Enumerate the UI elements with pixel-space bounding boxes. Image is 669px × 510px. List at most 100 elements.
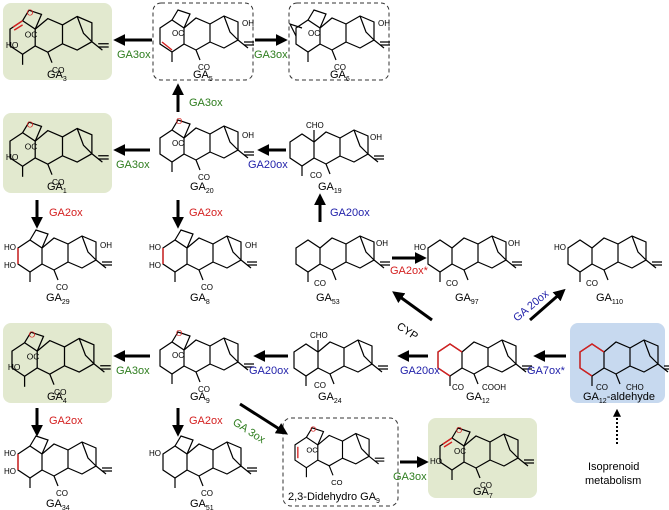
svg-text:CO: CO <box>198 173 210 182</box>
ga19-structure: CHO OH CO <box>289 121 385 180</box>
enzyme-ga20ox-1: GA20ox <box>248 159 288 171</box>
ga20-structure: OH O OC CO <box>159 117 255 182</box>
ga4-box <box>3 323 112 403</box>
label-ga1: GA1 <box>47 181 67 195</box>
svg-text:OH: OH <box>100 241 112 250</box>
ga7-box <box>428 418 537 498</box>
svg-text:CO: CO <box>201 283 213 292</box>
ga29-structure: HO HO OH CO <box>4 229 113 292</box>
svg-text:CO: CO <box>446 279 458 288</box>
enzyme-ga20ox-3: GA20ox <box>400 365 440 377</box>
enzyme-ga2ox-4: GA2ox <box>189 415 223 427</box>
svg-text:HO: HO <box>149 449 161 458</box>
ga3-structure: HO O OC CO <box>6 7 110 75</box>
ga12-aldehyde-structure: CO CHO <box>579 339 669 392</box>
label-ga24: GA24 <box>318 391 342 405</box>
svg-text:CO: CO <box>56 283 68 292</box>
label-ga9: GA9 <box>190 391 210 405</box>
label-dd-ga9: 2,3-Didehydro GA9 <box>288 491 380 505</box>
ga12-aldehyde-box <box>570 323 665 403</box>
isoprenoid-label: Isoprenoid <box>588 461 639 473</box>
svg-text:OH: OH <box>376 239 388 248</box>
label-ga7: GA7 <box>473 486 493 500</box>
svg-text:HO: HO <box>4 261 16 270</box>
ga12-structure: CO COOH <box>437 339 533 392</box>
svg-text:OC: OC <box>308 29 320 38</box>
label-ga53: GA53 <box>316 292 340 306</box>
svg-text:CO: CO <box>452 383 464 392</box>
ga9-structure: O OC CO <box>159 329 255 394</box>
svg-text:HO: HO <box>554 243 566 252</box>
metabolism-label: metabolism <box>585 475 641 487</box>
svg-text:CO: CO <box>314 381 326 390</box>
label-ga19: GA19 <box>318 181 342 195</box>
enzyme-ga3ox-2: GA3ox <box>254 49 288 61</box>
svg-text:CHO: CHO <box>626 383 644 392</box>
label-ga110: GA110 <box>596 292 623 306</box>
label-ga29: GA29 <box>46 292 70 306</box>
svg-text:CO: CO <box>54 387 67 397</box>
ga7-structure: HO O OC CO <box>430 426 535 490</box>
enzyme-ga3ox-5: GA3ox <box>116 365 150 377</box>
ga6-structure: OH OC CO <box>288 9 391 72</box>
svg-text:HO: HO <box>6 40 19 50</box>
ga24-structure: CHO CO <box>293 331 389 390</box>
svg-text:CO: CO <box>198 63 210 72</box>
svg-text:OH: OH <box>370 133 382 142</box>
ga51-structure: HO CO <box>149 435 258 498</box>
svg-text:CO: CO <box>314 279 326 288</box>
svg-text:O: O <box>176 117 182 126</box>
ga34-structure: HO HO CO <box>4 435 113 498</box>
ga5-structure: OH OC CO <box>159 9 255 72</box>
label-ga4: GA4 <box>47 391 67 405</box>
svg-text:O: O <box>27 7 34 17</box>
enzyme-ga2ox-star: GA2ox* <box>390 265 429 277</box>
svg-text:O: O <box>176 329 182 338</box>
enzyme-cyp: CYP <box>394 320 420 342</box>
dd-ga9-structure: O OC CO <box>294 425 385 487</box>
ga97-structure: HO OH CO <box>414 235 523 288</box>
svg-text:O: O <box>310 425 316 434</box>
svg-text:CHO: CHO <box>306 121 324 130</box>
svg-text:OC: OC <box>172 351 184 360</box>
enzyme-ga2ox-1: GA2ox <box>49 207 83 219</box>
enzyme-ga7ox-star: GA7ox* <box>527 365 566 377</box>
label-ga6: GA6 <box>330 69 350 83</box>
svg-text:CO: CO <box>586 279 598 288</box>
svg-text:HO: HO <box>149 243 161 252</box>
svg-text:HO: HO <box>8 362 21 372</box>
ga1-structure: HO O OC CO <box>6 119 110 187</box>
enzyme-ga3ox-4: GA3ox <box>116 159 150 171</box>
label-ga12-aldehyde: GA12-aldehyde <box>583 391 655 405</box>
svg-text:OC: OC <box>172 139 184 148</box>
enzyme-ga3ox-3: GA3ox <box>189 97 223 109</box>
svg-text:HO: HO <box>4 449 16 458</box>
svg-text:CO: CO <box>331 478 342 487</box>
ga110-structure: HO CO <box>554 235 663 288</box>
arrow-ga12-ga110 <box>529 288 566 322</box>
svg-text:CO: CO <box>52 65 65 75</box>
svg-text:O: O <box>27 119 34 129</box>
svg-text:OC: OC <box>27 352 40 362</box>
ga1-box <box>3 113 112 193</box>
svg-text:OH: OH <box>242 19 254 28</box>
svg-text:CO: CO <box>201 489 213 498</box>
svg-text:CO: CO <box>334 63 346 72</box>
enzyme-ga2ox-3: GA2ox <box>49 415 83 427</box>
svg-text:OH: OH <box>378 19 390 28</box>
arrow-ga9-ddga9 <box>239 402 289 435</box>
svg-text:OC: OC <box>454 447 466 456</box>
enzyme-ga3ox-diag: GA 3ox <box>230 416 267 446</box>
svg-text:OC: OC <box>172 29 184 38</box>
svg-text:OC: OC <box>306 446 318 455</box>
svg-text:CO: CO <box>480 481 492 490</box>
svg-text:OH: OH <box>245 241 257 250</box>
enzyme-ga20ox-2: GA20ox <box>330 207 370 219</box>
svg-text:HO: HO <box>414 243 426 252</box>
enzyme-ga20ox-4: GA20ox <box>249 365 289 377</box>
svg-text:HO: HO <box>149 261 161 270</box>
svg-text:O: O <box>456 426 462 435</box>
label-ga97: GA97 <box>455 292 479 306</box>
svg-text:OC: OC <box>25 30 38 40</box>
